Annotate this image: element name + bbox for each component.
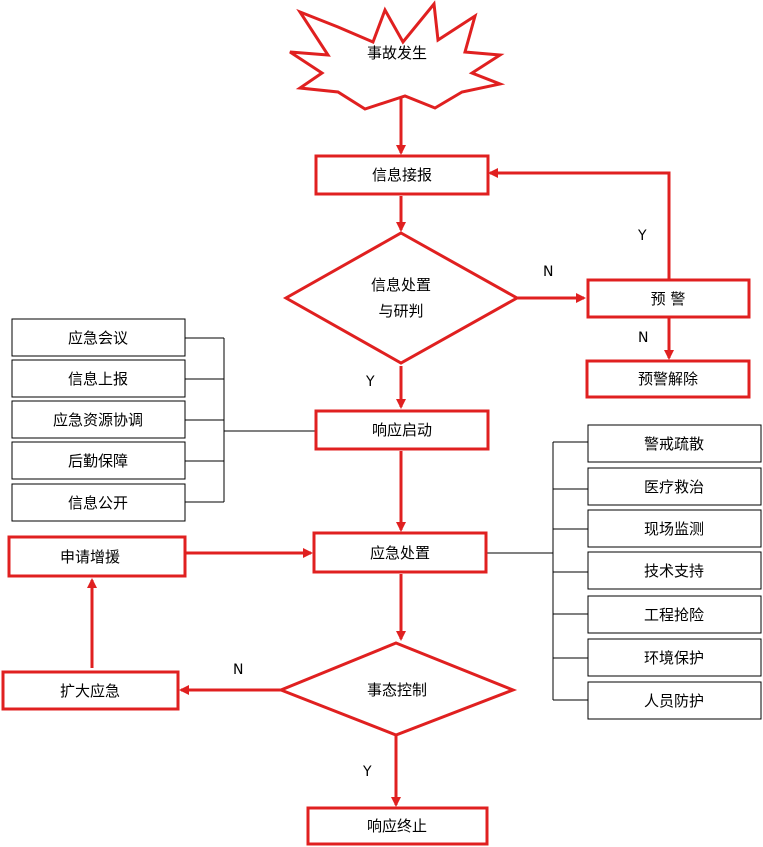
warning-label: 预 警 <box>651 290 686 308</box>
right-item-label: 环境保护 <box>644 649 704 667</box>
reinforce-box: 申请增援 <box>7 535 187 578</box>
right-box-4: 工程抢险 <box>587 595 762 634</box>
edge-label-judge-yes: Y <box>365 374 375 390</box>
right-item-label: 工程抢险 <box>644 606 704 624</box>
state-control-label: 事态控制 <box>367 681 427 699</box>
right-item-label: 现场监测 <box>644 520 704 538</box>
warning-box: 预 警 <box>586 278 751 319</box>
reinforce-label: 申请增援 <box>60 548 120 566</box>
right-connectors <box>486 441 588 701</box>
emergency-handle-label: 应急处置 <box>370 544 430 562</box>
emergency-handle-box: 应急处置 <box>312 531 488 574</box>
edge-label-judge-no: N <box>543 264 553 280</box>
right-box-1: 医疗救治 <box>587 467 762 506</box>
right-box-5: 环境保护 <box>587 638 762 677</box>
edge-label-warning-no: N <box>638 330 648 346</box>
left-item-label: 后勤保障 <box>68 452 128 470</box>
judge-label-line1: 信息处置 <box>371 276 431 294</box>
state-control-diamond: 事态控制 <box>276 641 518 737</box>
left-box-0: 应急会议 <box>11 318 186 357</box>
terminate-label: 响应终止 <box>367 817 427 835</box>
info-report-label: 信息接报 <box>372 166 432 184</box>
right-item-label: 医疗救治 <box>644 478 704 496</box>
response-start-box: 响应启动 <box>314 409 490 451</box>
expand-box: 扩大应急 <box>1 670 180 711</box>
left-box-1: 信息上报 <box>11 359 186 398</box>
left-item-label: 应急资源协调 <box>53 411 143 429</box>
right-box-2: 现场监测 <box>587 509 762 548</box>
right-box-0: 警戒疏散 <box>587 424 762 463</box>
edge-label-control-no: N <box>233 662 243 678</box>
expand-label: 扩大应急 <box>60 682 120 700</box>
info-report-box: 信息接报 <box>314 154 490 196</box>
left-box-2: 应急资源协调 <box>11 400 186 439</box>
right-item-label: 人员防护 <box>644 692 704 710</box>
right-item-label: 技术支持 <box>644 562 704 580</box>
response-start-label: 响应启动 <box>372 421 432 439</box>
accident-label: 事故发生 <box>367 44 427 62</box>
judge-diamond: 信息处置 与研判 <box>282 231 521 365</box>
arrow-warning-to-report <box>488 168 671 280</box>
edge-label-control-yes: Y <box>362 764 372 780</box>
right-box-6: 人员防护 <box>587 681 762 720</box>
judge-label-line2: 与研判 <box>378 302 423 320</box>
left-item-label: 信息公开 <box>68 494 128 512</box>
left-item-label: 信息上报 <box>68 370 128 388</box>
accident-burst: 事故发生 <box>289 0 506 111</box>
flow-arrows <box>87 97 674 807</box>
warning-lift-box: 预警解除 <box>585 359 751 399</box>
right-item-label: 警戒疏散 <box>644 435 704 453</box>
warning-lift-label: 预警解除 <box>638 370 698 388</box>
right-box-3: 技术支持 <box>587 551 762 590</box>
terminate-box: 响应终止 <box>306 806 489 846</box>
edge-label-warning-yes: Y <box>637 228 647 244</box>
left-box-4: 信息公开 <box>11 483 186 522</box>
left-connectors <box>185 337 316 503</box>
left-box-3: 后勤保障 <box>11 441 186 480</box>
left-item-label: 应急会议 <box>68 329 128 347</box>
